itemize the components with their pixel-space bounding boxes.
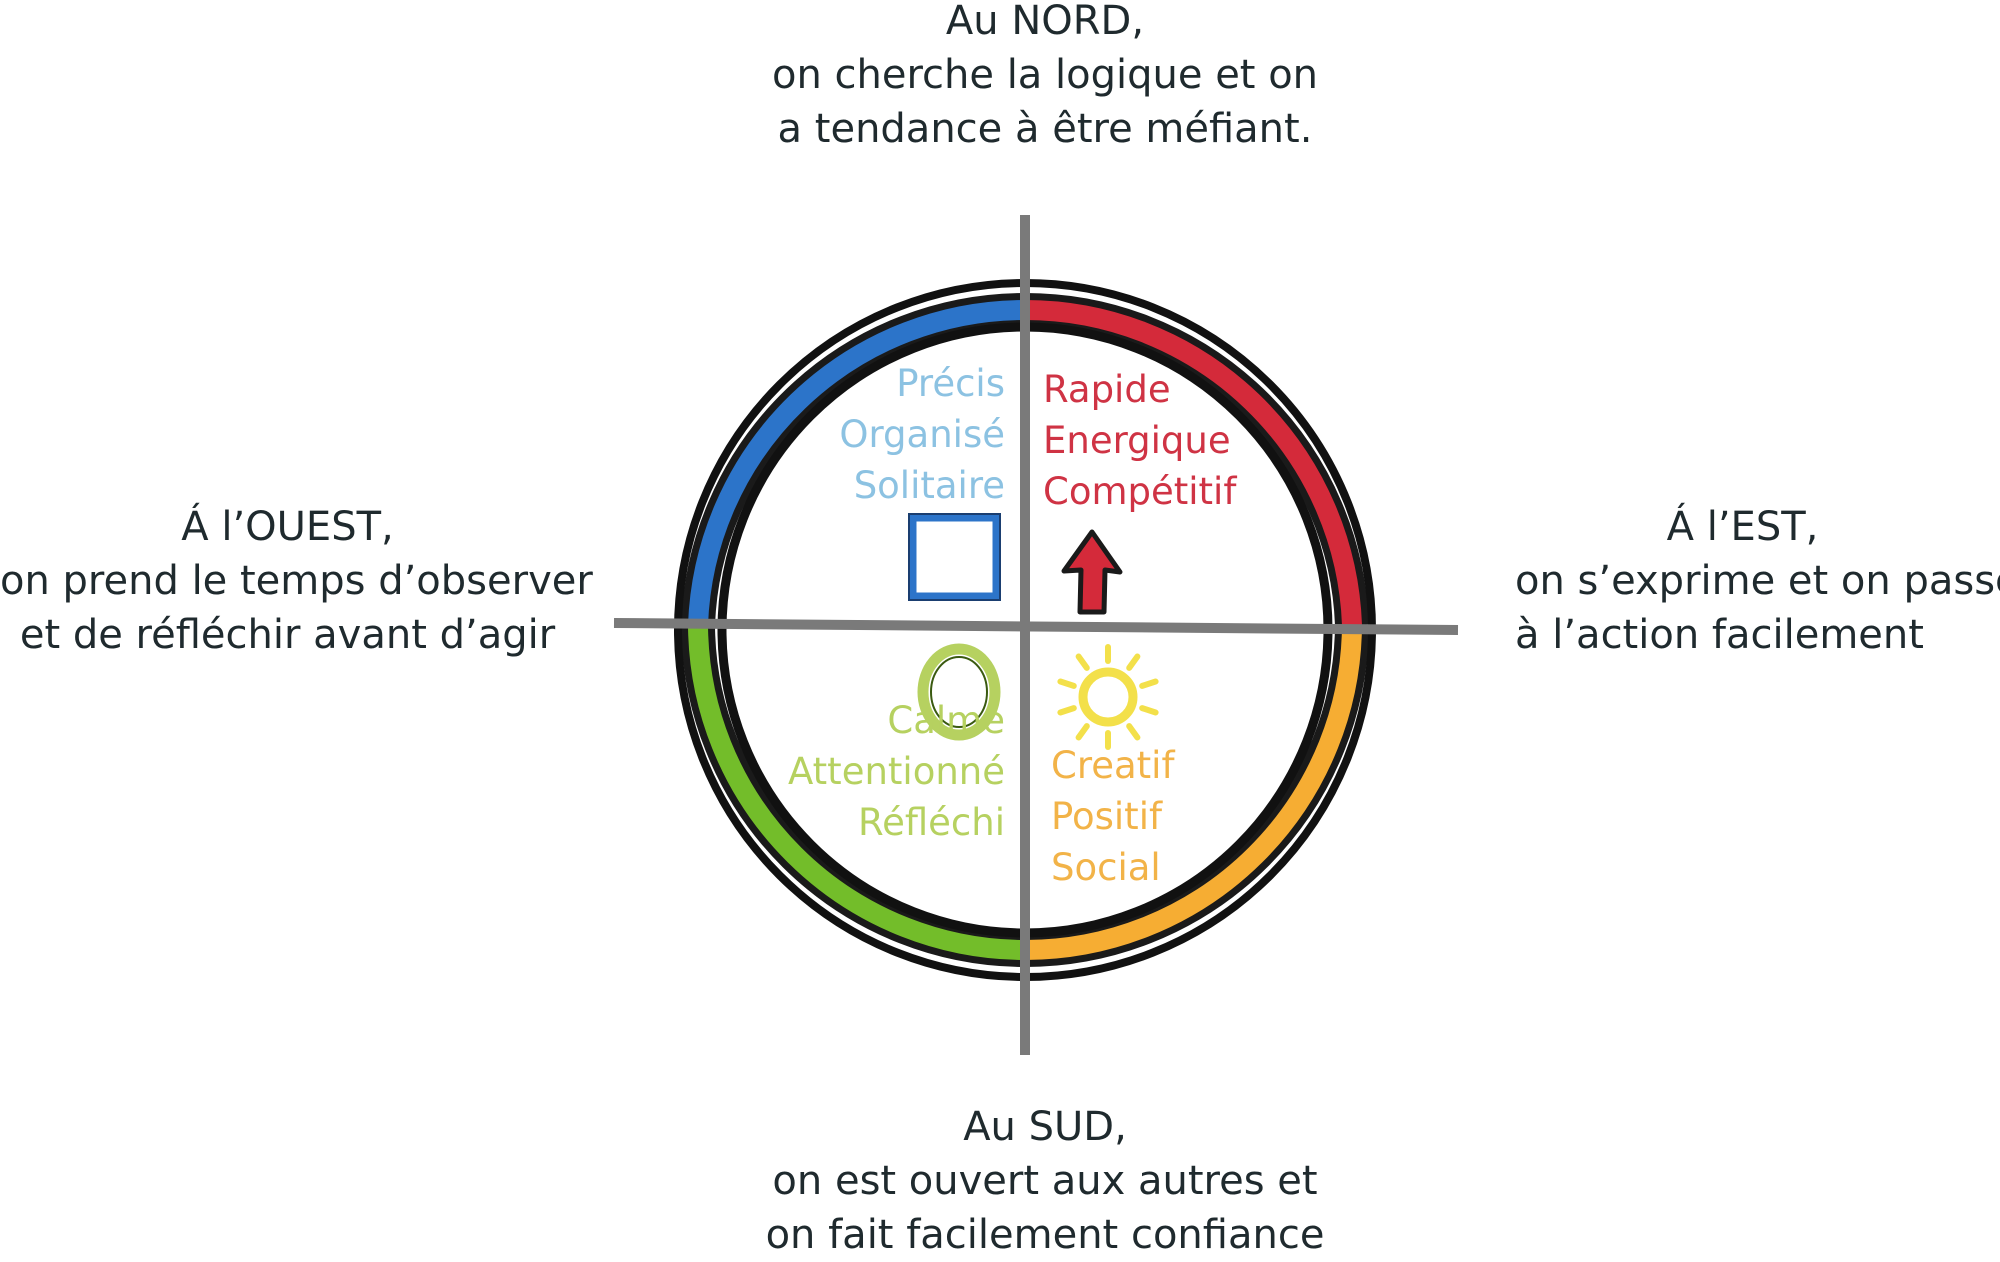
trait-ne-1: Rapide (1043, 368, 1171, 411)
sun-icon-rays (1057, 644, 1159, 750)
trait-se-2: Positif (1051, 795, 1162, 838)
west-line-1: on prend le temps d’observer (0, 558, 593, 604)
trait-ne-2: Energique (1043, 419, 1231, 462)
east-description: Á l’EST, on s’exprime et on passe à l’ac… (1515, 500, 2000, 662)
east-line-2: à l’action facilement (1515, 612, 1924, 658)
east-title: Á l’EST, (1666, 504, 1819, 550)
horizontal-axis (613, 618, 1459, 635)
arrow-up-icon (1061, 529, 1123, 615)
north-title: Au NORD, (945, 0, 1145, 44)
west-title: Á l’OUEST, (181, 504, 394, 550)
nw-traits: Précis Organisé Solitaire (839, 358, 1005, 511)
circle-icon-inner (930, 656, 988, 728)
se-traits: Creatif Positif Social (1051, 740, 1174, 893)
north-description: Au NORD, on cherche la logique et on a t… (0, 0, 2000, 156)
west-description: Á l’OUEST, on prend le temps d’observer … (0, 500, 593, 662)
south-line-1: on est ouvert aux autres et (772, 1158, 1318, 1204)
ring-color-ne (1024, 300, 1362, 626)
east-line-1: on s’exprime et on passe (1515, 558, 2000, 604)
square-icon-outline (908, 513, 1001, 601)
sun-ray (1075, 723, 1090, 741)
sun-ray (1126, 723, 1141, 741)
trait-se-3: Social (1051, 846, 1161, 889)
ring-color-se (1024, 624, 1362, 960)
sun-icon (1057, 644, 1159, 750)
trait-nw-3: Solitaire (853, 464, 1005, 507)
square-icon (909, 514, 1000, 600)
trait-nw-2: Organisé (839, 413, 1005, 456)
trait-se-1: Creatif (1051, 744, 1175, 787)
north-line-2: a tendance à être méfiant. (777, 106, 1313, 152)
south-line-2: on fait facilement confiance (765, 1212, 1325, 1258)
north-line-1: on cherche la logique et on (771, 52, 1319, 98)
ring-color-nw (688, 300, 1026, 626)
sun-ray (1139, 678, 1159, 689)
sw-traits: Calme Attentionné Réfléchi (788, 695, 1005, 848)
sun-ray (1139, 705, 1159, 716)
ring-color-sw (688, 624, 1026, 960)
trait-sw-2: Attentionné (788, 750, 1005, 793)
west-line-2: et de réfléchir avant d’agir (19, 612, 556, 658)
sun-ray (1057, 678, 1077, 689)
trait-nw-1: Précis (896, 362, 1005, 405)
trait-sw-3: Réfléchi (858, 801, 1005, 844)
south-description: Au SUD, on est ouvert aux autres et on f… (0, 1100, 2000, 1262)
trait-ne-3: Compétitif (1043, 470, 1237, 513)
sun-ray (1126, 653, 1141, 671)
sun-ray (1075, 653, 1090, 671)
trait-sw-1: Calme (887, 699, 1005, 742)
circle-icon (917, 643, 1001, 741)
sun-ray (1057, 705, 1077, 716)
sun-icon-core (1078, 667, 1138, 727)
south-title: Au SUD, (963, 1104, 1127, 1150)
ne-traits: Rapide Energique Compétitif (1043, 364, 1236, 517)
